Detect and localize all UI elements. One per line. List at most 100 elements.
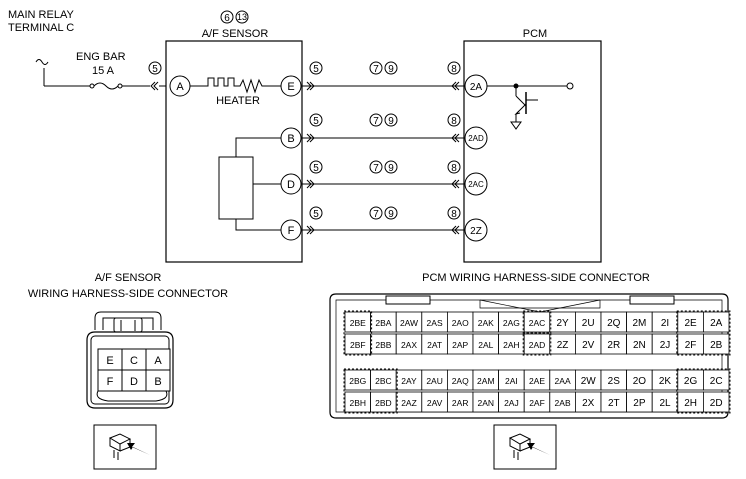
- pcm-pin-label: 2AI: [505, 376, 518, 386]
- pcm-pin-label: 2R: [607, 340, 620, 351]
- af-connector-drawing: [86, 311, 174, 409]
- pcm-pin-2a-label: 2A: [470, 82, 483, 93]
- pcm-pin-label: 2AZ: [401, 398, 417, 408]
- connector-ref: 5: [152, 64, 158, 75]
- sensor-pin-f: [280, 219, 302, 241]
- fuse-rating-label: 15 A: [92, 65, 115, 77]
- pcm-pin-label: 2X: [582, 398, 595, 409]
- pcm-pin-label: 2AA: [555, 376, 571, 386]
- connector-ref: 9: [388, 209, 394, 220]
- fuse-terminal: [89, 83, 95, 89]
- power-source-symbol: [35, 59, 49, 65]
- connector-ref: 9: [388, 163, 394, 174]
- af-sensor-box: [165, 40, 303, 263]
- pcm-pin-label: 2AH: [503, 340, 520, 350]
- sensor-pin-f-label: F: [288, 225, 295, 237]
- pcm-pin-label: 2AJ: [504, 398, 519, 408]
- pcm-pin-cell: [703, 311, 730, 333]
- pcm-pin-group: [343, 310, 373, 356]
- pcm-pin-label: 2BD: [375, 398, 392, 408]
- pcm-pin-label: 2BA: [375, 318, 391, 328]
- sensor-pin-a-label: A: [176, 81, 184, 93]
- pcm-pin-label: 2Z: [557, 340, 569, 351]
- pcm-pin-2ad: [464, 126, 488, 150]
- pcm-pin-group: [676, 368, 731, 414]
- pcm-pin-2z: [464, 218, 488, 242]
- pcm-pin-label: 2AY: [401, 376, 417, 386]
- pcm-pin-label: 2AW: [400, 318, 418, 328]
- pcm-pin-label: 2AM: [477, 376, 494, 386]
- heater-label: HEATER: [216, 95, 260, 107]
- main-relay-terminal-label: TERMINAL C: [8, 22, 74, 34]
- pcm-pin-2ac: [464, 172, 488, 196]
- pcm-pin-label: 2AO: [452, 318, 469, 328]
- pcm-pin-2ad-label: 2AD: [468, 134, 484, 143]
- pcm-pin-label: 2AD: [529, 340, 546, 350]
- connector-ref: 5: [313, 116, 319, 127]
- pcm-box: [463, 40, 602, 263]
- pcm-pin-group: [522, 310, 552, 334]
- connector-ref: 5: [313, 163, 319, 174]
- pcm-pin-label: 2BE: [350, 318, 366, 328]
- af-cell-d: D: [130, 376, 138, 388]
- harness-wire-e-2a: [302, 81, 464, 91]
- pcm-pin-label: 2AV: [427, 398, 443, 408]
- wire-connector-refs: 5 7 9 8 5 7 9 8 5 7 9 8 5 7 9 8: [309, 61, 461, 220]
- pcm-pin-label: 2P: [633, 398, 646, 409]
- pcm-connector-title: PCM WIRING HARNESS-SIDE CONNECTOR: [422, 272, 650, 284]
- pcm-pin-label: 2AL: [478, 340, 493, 350]
- sensor-ref: 6: [224, 13, 230, 24]
- af-cell-f: F: [107, 376, 114, 388]
- connector-ref: 5: [313, 64, 319, 75]
- af-cell-c: C: [130, 355, 138, 367]
- harness-wire-d-2ac: [302, 179, 464, 189]
- sensor-wire: [235, 137, 281, 157]
- pcm-pin-label: 2F: [685, 340, 697, 351]
- fuse-terminal: [117, 83, 123, 89]
- pcm-pin-2ac-label: 2AC: [468, 180, 484, 189]
- pcm-pin-cell: [703, 391, 730, 413]
- sensor-pin-d-label: D: [287, 179, 295, 191]
- connector-view-icon: [493, 424, 557, 470]
- sensor-pin-d: [280, 173, 302, 195]
- pcm-pin-label: 2Q: [607, 318, 621, 329]
- pcm-pin-label: 2V: [582, 340, 595, 351]
- pcm-pin-label: 2O: [633, 376, 647, 387]
- connector-ref: 8: [451, 209, 457, 220]
- pcm-pin-label: 2H: [684, 398, 697, 409]
- connector-ref: 7: [373, 64, 379, 75]
- pcm-pin-label: 2E: [684, 318, 697, 329]
- af-cell-e: E: [106, 355, 113, 367]
- pcm-pin-label: 2BF: [350, 340, 366, 350]
- pcm-pin-label: 2AF: [529, 398, 545, 408]
- pcm-pin-label: 2AC: [529, 318, 546, 328]
- connector-view-icon: [93, 424, 157, 470]
- pcm-pin-label: 2M: [632, 318, 646, 329]
- pcm-pin-group: [343, 368, 398, 414]
- pcm-pin-label: 2J: [660, 340, 671, 351]
- pcm-pin-label: 2AS: [427, 318, 443, 328]
- pcm-pin-label: 2Y: [556, 318, 569, 329]
- pcm-pin-group: [676, 310, 731, 356]
- pcm-pin-label: 2BH: [350, 398, 367, 408]
- main-relay-label: MAIN RELAY: [8, 9, 74, 21]
- pcm-pin-label: 2B: [710, 340, 723, 351]
- pcm-pin-label: 2AE: [529, 376, 545, 386]
- sensor-ref: 13: [237, 12, 247, 22]
- pcm-pin-label: 2A: [710, 318, 723, 329]
- pcm-pin-label: 2BB: [375, 340, 391, 350]
- sensor-pin-b: [280, 127, 302, 149]
- pcm-pin-label: 2AX: [401, 340, 417, 350]
- af-cell-b: B: [154, 376, 161, 388]
- ref-circle: [220, 10, 234, 24]
- pcm-pin-label: 2L: [659, 398, 671, 409]
- heater-element: [190, 77, 282, 94]
- pcm-pin-cell: [703, 333, 730, 355]
- pcm-pin-label: 2AQ: [452, 376, 469, 386]
- connector-ref: 9: [388, 64, 394, 75]
- connector-ref: 5: [313, 209, 319, 220]
- pcm-pin-label: 2C: [710, 376, 723, 387]
- pcm-pin-label: 2AB: [555, 398, 571, 408]
- pcm-pin-label: 2S: [608, 376, 621, 387]
